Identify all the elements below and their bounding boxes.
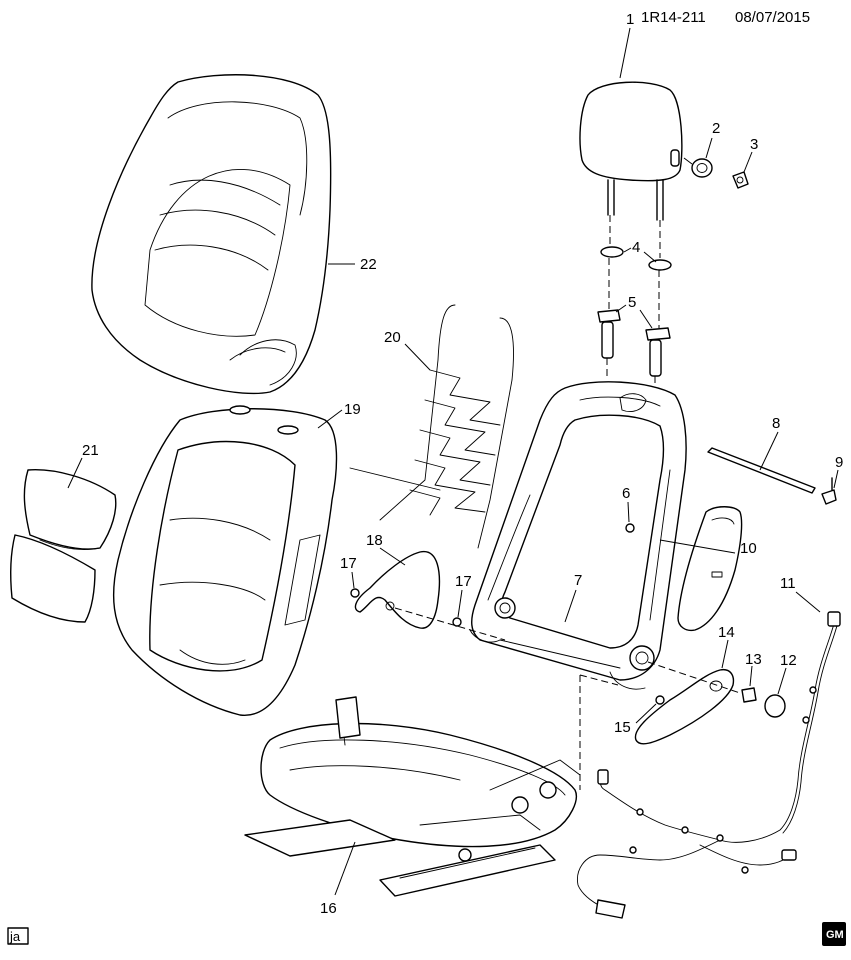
- callout-4: 4: [632, 239, 640, 256]
- headrest-guide-part-5: [597, 309, 671, 377]
- clip-part-3: [732, 171, 749, 189]
- callout-11: 11: [780, 575, 796, 592]
- callout-10: 10: [740, 540, 757, 557]
- nut-part-17: [350, 588, 462, 627]
- callout-18: 18: [366, 532, 383, 549]
- callout-14: 14: [718, 624, 735, 641]
- callout-1: 1: [626, 11, 634, 28]
- wiring-harness-part-11: [577, 611, 841, 919]
- recliner-cover-part-14: [634, 668, 735, 745]
- diagram-ref: 1R14-211: [641, 9, 706, 26]
- callout-2: 2: [712, 120, 720, 137]
- callout-5: 5: [628, 294, 636, 311]
- cap-part-12: [764, 694, 786, 718]
- spring-mat-part-20: [349, 304, 514, 549]
- seat-back-cover-part-22: [91, 74, 332, 395]
- pad-part-21: [10, 469, 117, 623]
- seat-back-frame-part-7: [469, 381, 687, 690]
- callout-12: 12: [780, 652, 797, 669]
- seat-cushion-part-16: [244, 696, 581, 897]
- gm-logo-icon: GM: [822, 922, 846, 946]
- callout-20: 20: [384, 329, 401, 346]
- callout-7: 7: [574, 572, 582, 589]
- callout-13: 13: [745, 651, 762, 668]
- callout-3: 3: [750, 136, 758, 153]
- bolt-part-13: [741, 687, 757, 703]
- headrest-guide-part-2: [691, 158, 713, 178]
- callout-21: 21: [82, 442, 99, 459]
- callout-16: 16: [320, 900, 337, 917]
- callout-6: 6: [622, 485, 630, 502]
- airbag-module-part-10: [677, 506, 743, 632]
- bolt-part-15: [655, 695, 665, 705]
- clip-part-6: [625, 523, 635, 533]
- svg-text:GM: GM: [826, 929, 844, 941]
- seat-back-panel-part-19: [113, 405, 338, 716]
- washer-part-4: [600, 246, 672, 271]
- callout-22: 22: [360, 256, 377, 273]
- rod-part-8: [707, 447, 816, 494]
- callout-17b: 17: [455, 573, 472, 590]
- tag-label: ja: [9, 929, 21, 944]
- callout-8: 8: [772, 415, 780, 432]
- callout-17a: 17: [340, 555, 357, 572]
- callout-9: 9: [835, 454, 843, 471]
- fastener-part-9: [821, 477, 837, 505]
- callout-19: 19: [344, 401, 361, 418]
- headrest-part-1: [579, 81, 683, 221]
- tag-box: [7, 927, 29, 945]
- diagram-date: 08/07/2015: [735, 9, 810, 26]
- callout-15: 15: [614, 719, 631, 736]
- bracket-part-18: [354, 550, 441, 629]
